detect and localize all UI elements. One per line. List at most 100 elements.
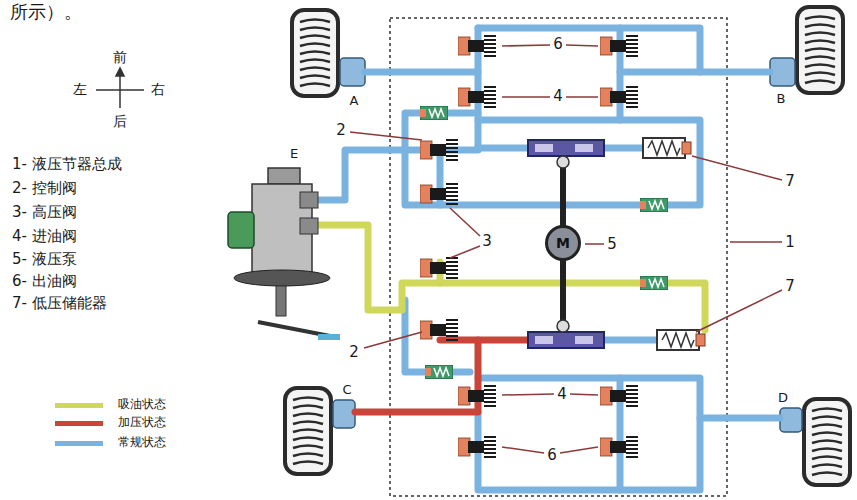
leader-line bbox=[585, 243, 604, 245]
callout-number: 7 bbox=[785, 278, 795, 295]
leader-line bbox=[450, 246, 480, 258]
motor-circle: M bbox=[545, 225, 581, 261]
direction-label: 左 bbox=[73, 82, 87, 97]
pipe bbox=[355, 340, 530, 412]
hydraulic-pipes bbox=[318, 28, 780, 490]
compass-axis bbox=[96, 89, 144, 91]
callout-number: 6 bbox=[553, 36, 563, 53]
pump-chamber bbox=[528, 332, 604, 348]
direction-label: 后 bbox=[113, 114, 127, 129]
parts-list-item: 2- 控制阀 bbox=[12, 180, 77, 197]
check-valve bbox=[640, 276, 668, 290]
port bbox=[300, 192, 318, 208]
component-letter: E bbox=[290, 147, 298, 161]
pipe bbox=[700, 415, 780, 422]
outlet-valve bbox=[600, 437, 638, 457]
legend-swatch bbox=[55, 441, 103, 446]
port bbox=[300, 218, 318, 234]
callout-number: 1 bbox=[785, 234, 795, 251]
brake-booster bbox=[228, 212, 254, 248]
outlet-valve bbox=[600, 36, 638, 56]
legend-swatch bbox=[55, 403, 103, 408]
fluid-reservoir bbox=[268, 168, 300, 184]
valves bbox=[420, 36, 705, 457]
pump-piston bbox=[575, 336, 593, 344]
leader-line bbox=[560, 447, 598, 453]
direction-label: 右 bbox=[151, 82, 165, 97]
leader-line bbox=[350, 132, 422, 140]
callout-number: 4 bbox=[557, 386, 567, 403]
callout-number: 5 bbox=[607, 236, 617, 253]
assembly-border bbox=[390, 18, 727, 496]
pipe bbox=[620, 69, 700, 76]
pump-chamber bbox=[528, 140, 604, 156]
wheel-letter: A bbox=[350, 94, 359, 108]
pump-piston bbox=[535, 144, 553, 152]
wheel-tire bbox=[285, 388, 331, 474]
callout-number: 2 bbox=[349, 344, 359, 361]
master-cylinder bbox=[228, 168, 340, 340]
legend-text: 常规状态 bbox=[118, 436, 166, 449]
check-valve bbox=[640, 198, 668, 212]
leader-line bbox=[730, 241, 782, 243]
compass-arrowhead bbox=[116, 68, 124, 76]
high-pressure-valve bbox=[420, 258, 458, 278]
leader-line bbox=[502, 447, 544, 453]
wheel-letter: D bbox=[778, 391, 788, 405]
inlet-valve bbox=[458, 386, 496, 406]
brake-cylinder bbox=[780, 408, 802, 432]
leader-line bbox=[502, 96, 550, 98]
wheel-tire bbox=[292, 10, 338, 96]
leader-line bbox=[692, 156, 782, 180]
legend-swatch bbox=[55, 421, 103, 426]
brake-cylinder bbox=[770, 58, 795, 86]
leader-line bbox=[450, 208, 480, 236]
callout-number: 3 bbox=[482, 233, 492, 250]
wheel-tire bbox=[797, 7, 843, 93]
inlet-valve bbox=[458, 87, 496, 107]
pump-piston bbox=[535, 336, 553, 344]
high-pressure-valve bbox=[420, 184, 458, 204]
leader-line bbox=[502, 394, 554, 395]
pump-cam bbox=[557, 320, 569, 332]
pipe bbox=[440, 337, 478, 344]
parts-list-item: 3- 高压阀 bbox=[12, 204, 77, 221]
leader-line bbox=[566, 45, 598, 46]
legend-text: 加压状态 bbox=[118, 416, 166, 429]
motor-label: M bbox=[556, 236, 570, 250]
legend-text: 吸油状态 bbox=[118, 398, 166, 411]
push-rod bbox=[276, 286, 286, 316]
control-valve bbox=[420, 140, 458, 160]
outlet-valve bbox=[458, 36, 496, 56]
leader-line bbox=[570, 394, 598, 395]
low-pressure-accumulator bbox=[643, 138, 691, 158]
pipe bbox=[365, 69, 478, 76]
leader-line bbox=[696, 290, 782, 332]
parts-list-item: 4- 进油阀 bbox=[12, 228, 77, 245]
pump-piston bbox=[575, 144, 593, 152]
leader-lines bbox=[350, 45, 782, 453]
outlet-valve bbox=[458, 437, 496, 457]
low-pressure-accumulator bbox=[657, 330, 705, 350]
page-text: 所示）。 bbox=[10, 2, 82, 22]
callout-number: 7 bbox=[785, 173, 795, 190]
direction-label: 前 bbox=[113, 50, 127, 65]
pipe bbox=[604, 145, 642, 152]
inlet-valve bbox=[600, 87, 638, 107]
check-valve bbox=[420, 106, 448, 120]
brake-pedal bbox=[258, 322, 330, 336]
callout-number: 2 bbox=[336, 122, 346, 139]
callout-number: 6 bbox=[547, 447, 557, 464]
pump-cam bbox=[557, 156, 569, 168]
pipe bbox=[405, 300, 470, 372]
leader-line bbox=[502, 45, 550, 46]
pump-assembly bbox=[528, 140, 604, 348]
direction-compass bbox=[96, 68, 144, 108]
wheel-letter: C bbox=[342, 383, 351, 397]
booster-disc bbox=[234, 270, 330, 286]
brake-cylinder bbox=[340, 58, 365, 86]
pipe bbox=[405, 113, 700, 205]
pipe bbox=[318, 225, 705, 330]
callout-number: 4 bbox=[553, 88, 563, 105]
